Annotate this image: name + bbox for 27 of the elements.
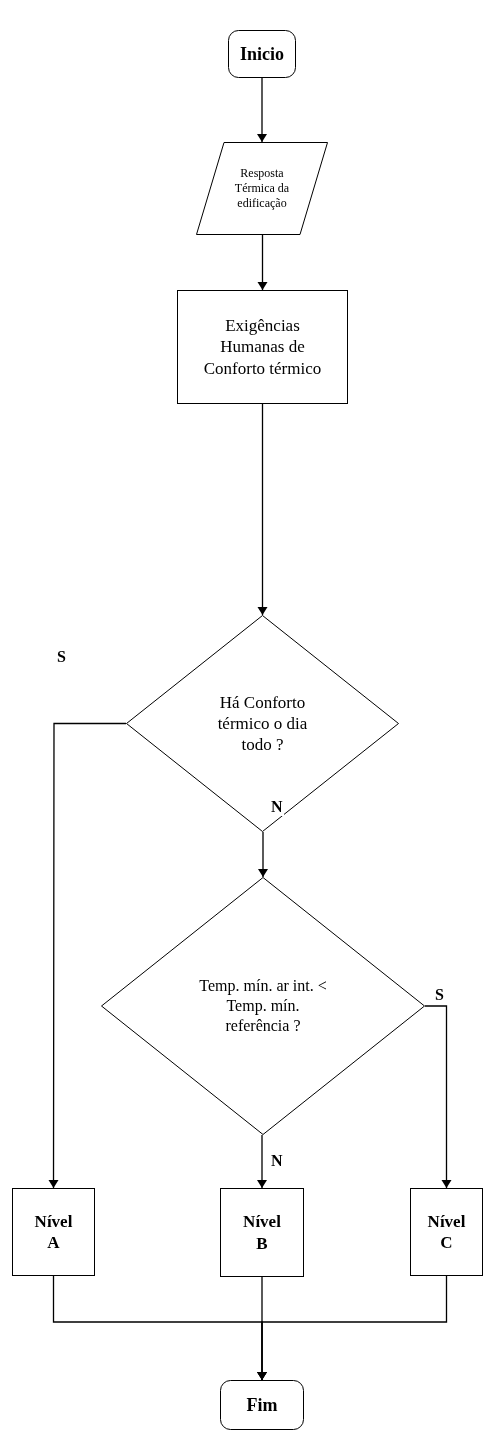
node-label: Inicio bbox=[239, 42, 285, 66]
edge-label: N bbox=[270, 798, 284, 816]
level-box bbox=[410, 1188, 483, 1276]
node-label: Nível B bbox=[242, 1211, 282, 1254]
level-box bbox=[220, 1188, 304, 1277]
question-text: Temp. mín. ar int. < Temp. mín. referência ? bbox=[198, 976, 328, 1036]
node-label: Nível C bbox=[426, 1210, 467, 1254]
arrow bbox=[257, 1275, 448, 1381]
node-label: Exigências Humanas de Conforto térmico bbox=[202, 315, 323, 379]
input-parallelogram bbox=[196, 142, 328, 235]
arrow bbox=[257, 234, 268, 291]
node-label: Nível A bbox=[33, 1210, 74, 1254]
decision-diamond bbox=[101, 877, 425, 1135]
arrow bbox=[424, 1005, 452, 1189]
end-terminal bbox=[220, 1380, 304, 1430]
question-text: Há Conforto térmico o dia todo ? bbox=[216, 691, 309, 756]
arrow bbox=[257, 1134, 267, 1189]
level-box bbox=[12, 1188, 95, 1276]
arrow bbox=[258, 831, 268, 878]
arrow bbox=[48, 722, 127, 1189]
arrow bbox=[257, 77, 267, 143]
process-box bbox=[177, 290, 348, 404]
node-label: Fim bbox=[245, 1393, 279, 1417]
decision-diamond bbox=[126, 615, 399, 832]
arrow bbox=[257, 403, 268, 616]
node-label: Resposta Térmica da edificação bbox=[233, 166, 291, 211]
start-terminal bbox=[228, 30, 296, 78]
